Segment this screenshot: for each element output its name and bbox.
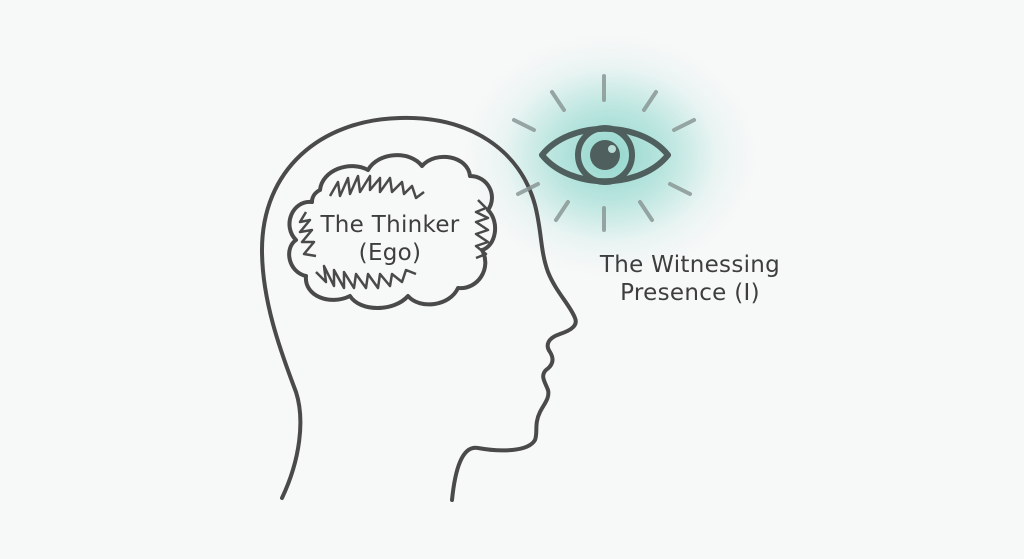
head-outline <box>260 115 578 502</box>
eye-rays <box>512 74 696 232</box>
cloud-scribble-bottom <box>315 264 417 290</box>
thought-cloud-outline <box>287 153 498 310</box>
cloud-scribble-left <box>298 211 317 258</box>
thinker-label-line1: The Thinker <box>320 212 460 238</box>
cloud-scribble-right <box>474 199 490 260</box>
witness-label-line1: The Witnessing <box>599 252 781 278</box>
thinker-label-line2: (Ego) <box>358 239 422 266</box>
thinker-label: The Thinker (Ego) <box>300 212 480 267</box>
witness-label-line2: Presence (I) <box>620 279 760 306</box>
witness-label: The Witnessing Presence (I) <box>580 252 800 307</box>
cloud-scribble-top <box>328 174 425 200</box>
eye-icon <box>539 125 671 185</box>
